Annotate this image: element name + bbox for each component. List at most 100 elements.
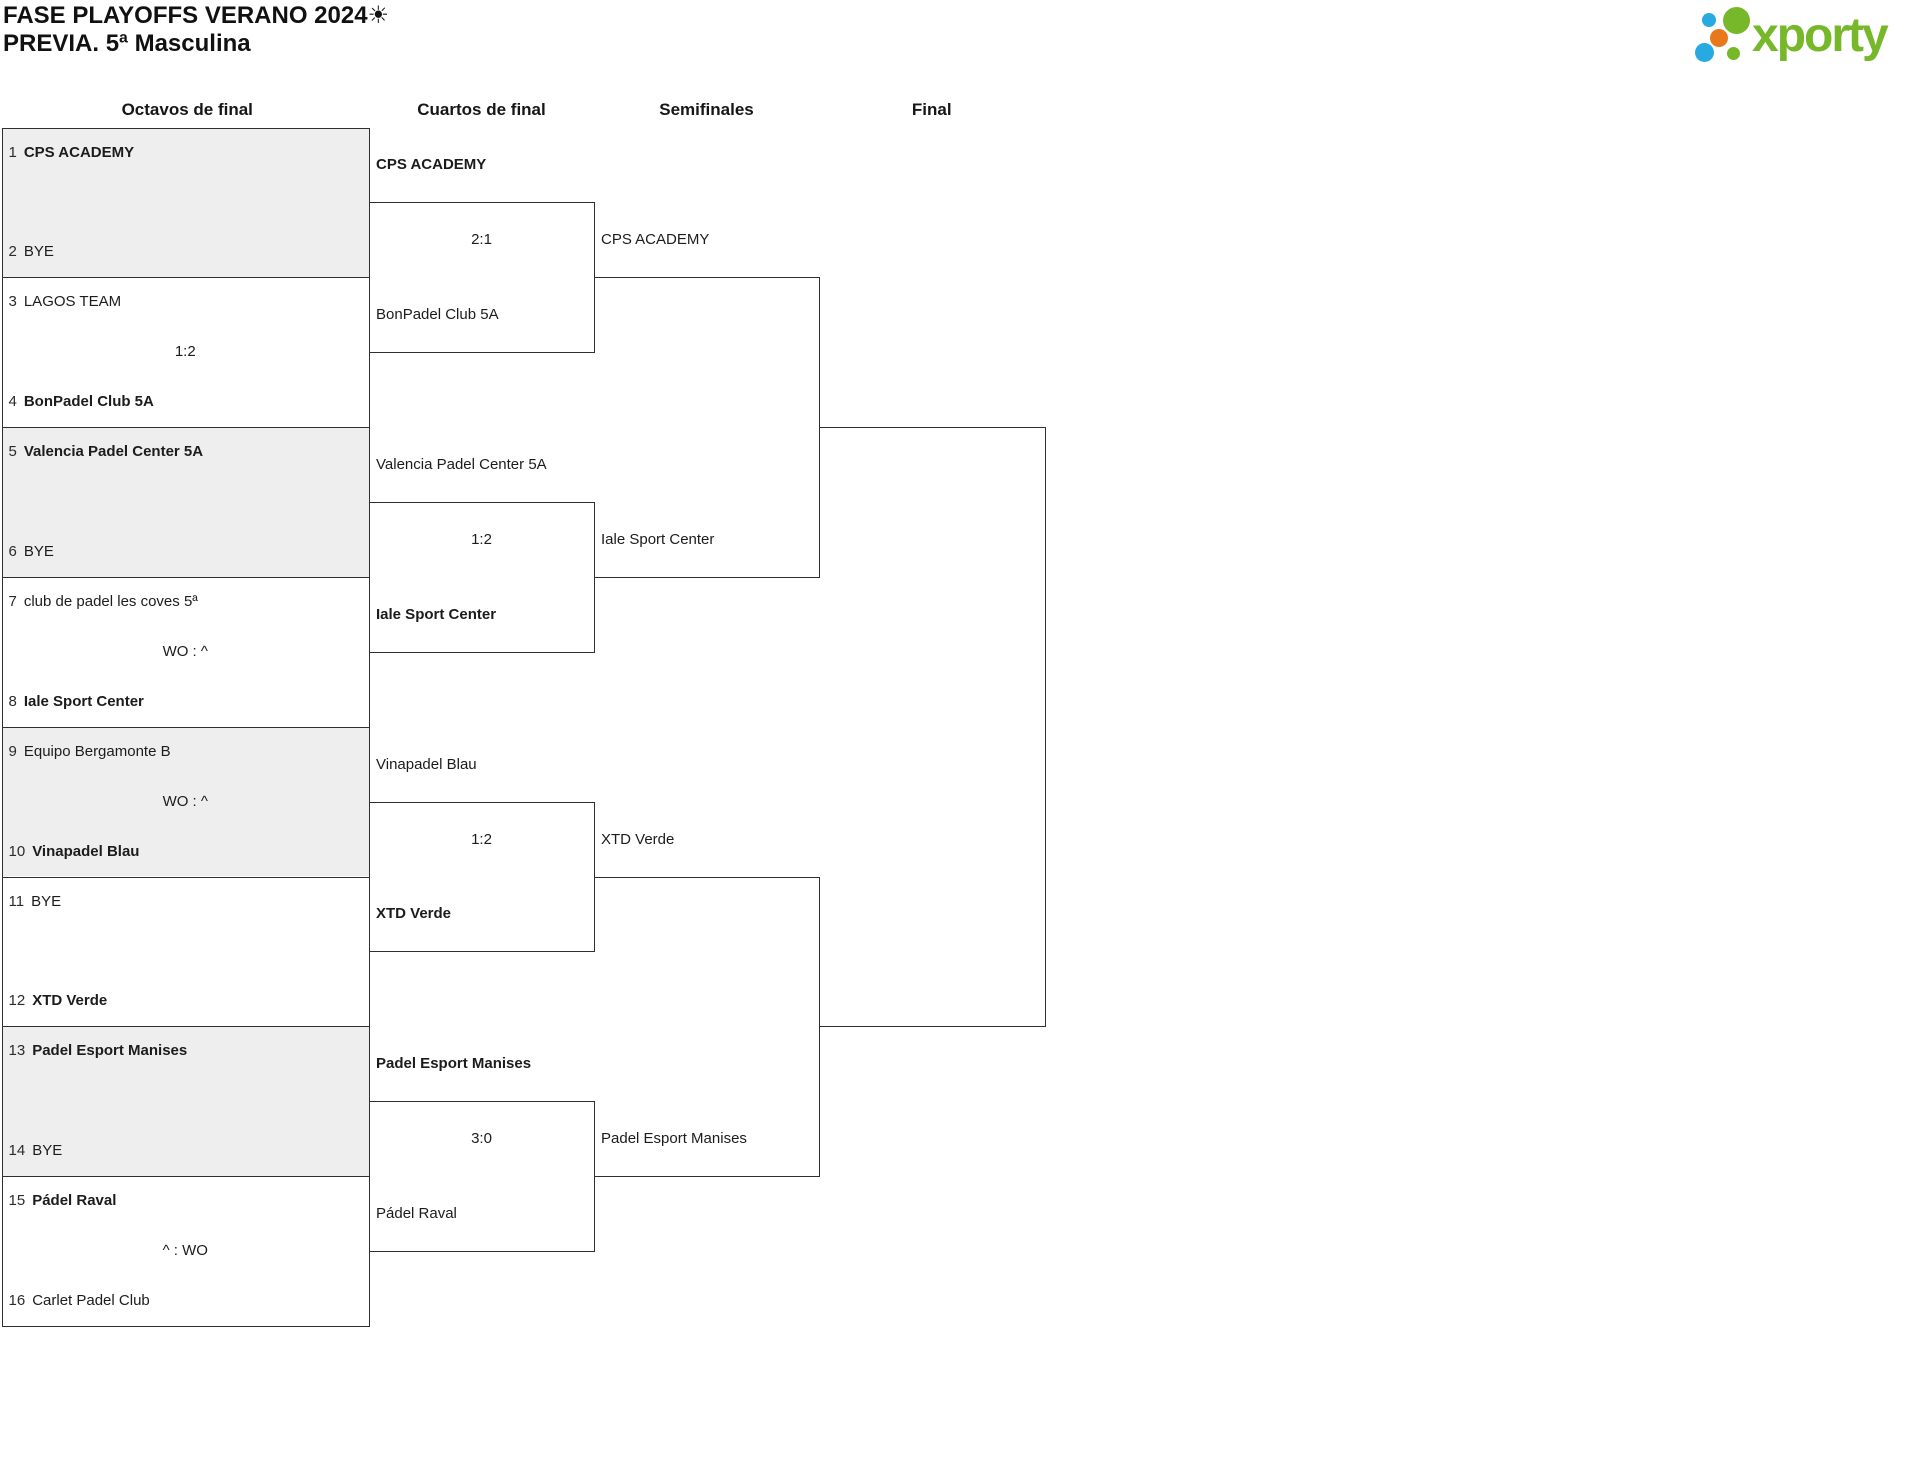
connector-line <box>369 951 595 953</box>
match-score: WO : ^ <box>162 642 208 660</box>
participant-seed: 2 <box>8 243 17 261</box>
bracket-participant: 13 Padel Esport Manises <box>9 1042 363 1060</box>
participant-name[interactable]: Pádel Raval <box>376 1205 457 1222</box>
connector-line <box>369 502 595 503</box>
participant-name[interactable]: XTD Verde <box>601 830 675 848</box>
connector-line <box>594 1176 820 1178</box>
bracket-participant: 1 CPS ACADEMY <box>9 144 363 162</box>
bracket-participant: 15 Pádel Raval <box>9 1192 363 1210</box>
participant-name: BYE <box>31 892 62 910</box>
match-score: 1:2 <box>471 531 492 548</box>
bracket-participant: 8 Iale Sport Center <box>9 693 363 711</box>
participant-seed: 12 <box>8 992 26 1010</box>
participant-seed: 13 <box>8 1042 26 1060</box>
connector-line <box>819 1026 1046 1028</box>
participant-name[interactable]: LAGOS TEAM <box>23 293 122 311</box>
bracket-participant: 16 Carlet Padel Club <box>9 1292 363 1310</box>
participant-seed: 4 <box>8 393 17 411</box>
connector-line <box>1 1176 370 1178</box>
connector-line <box>369 127 370 1327</box>
connector-line <box>594 277 820 279</box>
logo-wordmark: xporty <box>1752 9 1889 62</box>
participant-seed: 9 <box>8 742 17 760</box>
connector-line <box>819 427 1046 429</box>
connector-line <box>1 127 3 1327</box>
connector-line <box>1 427 370 429</box>
participant-name[interactable]: CPS ACADEMY <box>23 143 135 161</box>
participant-seed: 16 <box>8 1291 26 1309</box>
participant-seed: 5 <box>8 443 17 461</box>
participant-seed: 3 <box>8 293 17 311</box>
bracket-participant: 12 XTD Verde <box>9 992 363 1010</box>
participant-seed: 7 <box>8 592 17 610</box>
match-box <box>1 427 369 577</box>
connector-line <box>1 726 370 728</box>
page-subtitle: PREVIA. 5ª Masculina <box>3 30 251 57</box>
participant-name[interactable]: Vinapadel Blau <box>376 755 477 773</box>
connector-line <box>594 876 820 878</box>
match-score: 2:1 <box>471 231 492 249</box>
participant-name[interactable]: Valencia Padel Center 5A <box>23 443 204 461</box>
connector-line <box>369 651 595 653</box>
participant-name[interactable]: Iale Sport Center <box>376 605 497 623</box>
participant-name[interactable]: XTD Verde <box>376 905 452 923</box>
participant-seed: 11 <box>8 892 25 910</box>
connector-line <box>1 277 370 279</box>
logo-dot-blue-small-icon <box>1702 13 1716 27</box>
participant-name[interactable]: Pádel Raval <box>32 1192 117 1210</box>
participant-name[interactable]: Padel Esport Manises <box>376 1055 532 1073</box>
logo-dot-blue-big-icon <box>1695 43 1714 62</box>
connector-line <box>369 1251 595 1252</box>
logo-dot-orange-icon <box>1710 29 1728 47</box>
participant-seed: 15 <box>8 1192 26 1210</box>
match-box <box>1 726 369 877</box>
participant-seed: 10 <box>8 842 26 860</box>
participant-name[interactable]: Equipo Bergamonte B <box>23 742 171 760</box>
participant-name[interactable]: Iale Sport Center <box>23 692 144 710</box>
bracket-participant: 10 Vinapadel Blau <box>9 843 363 861</box>
round-header-cuartos: Cuartos de final <box>417 100 546 119</box>
match-score: WO : ^ <box>162 792 208 810</box>
participant-name[interactable]: XTD Verde <box>32 992 108 1010</box>
connector-line <box>1 1325 370 1327</box>
participant-name[interactable]: CPS ACADEMY <box>376 156 487 174</box>
participant-name[interactable]: Iale Sport Center <box>601 530 715 548</box>
connector-line <box>594 576 820 578</box>
logo-dot-green-small-icon <box>1727 47 1740 60</box>
logo-dot-green-big-icon <box>1723 7 1750 34</box>
participant-name[interactable]: CPS ACADEMY <box>601 231 710 249</box>
match-box <box>1 127 369 278</box>
participant-name: BYE <box>23 243 54 261</box>
connector-line <box>369 1101 595 1103</box>
match-score: 3:0 <box>471 1130 492 1148</box>
participant-seed: 8 <box>8 692 17 710</box>
connector-line <box>1 127 370 129</box>
participant-name[interactable]: club de padel les coves 5ª <box>23 592 198 610</box>
bracket-participant: 5 Valencia Padel Center 5A <box>9 443 363 461</box>
participant-name[interactable]: Vinapadel Blau <box>32 842 140 860</box>
xporty-logo[interactable]: xporty <box>1690 2 1910 70</box>
participant-seed: 1 <box>8 143 17 161</box>
participant-seed: 6 <box>8 542 17 560</box>
participant-name: BYE <box>32 1142 63 1160</box>
participant-name[interactable]: Valencia Padel Center 5A <box>376 456 547 473</box>
connector-line <box>369 352 595 354</box>
round-header-octavos: Octavos de final <box>121 100 253 119</box>
bracket-participant: 4 BonPadel Club 5A <box>9 393 363 411</box>
connector-line <box>1 876 370 878</box>
bracket-participant: 7 club de padel les coves 5ª <box>9 593 363 611</box>
participant-name[interactable]: BonPadel Club 5A <box>376 306 499 324</box>
participant-name[interactable]: Carlet Padel Club <box>32 1291 150 1309</box>
bracket-participant: 9 Equipo Bergamonte B <box>9 743 363 761</box>
connector-line <box>1044 427 1046 1028</box>
participant-name[interactable]: BonPadel Club 5A <box>23 393 154 411</box>
participant-name[interactable]: Padel Esport Manises <box>32 1042 188 1060</box>
match-score: 1:2 <box>174 343 196 361</box>
participant-name[interactable]: Padel Esport Manises <box>601 1130 747 1148</box>
match-score: 1:2 <box>471 830 492 848</box>
bracket-participant: 2 BYE <box>9 243 363 261</box>
match-box <box>1 1026 369 1177</box>
